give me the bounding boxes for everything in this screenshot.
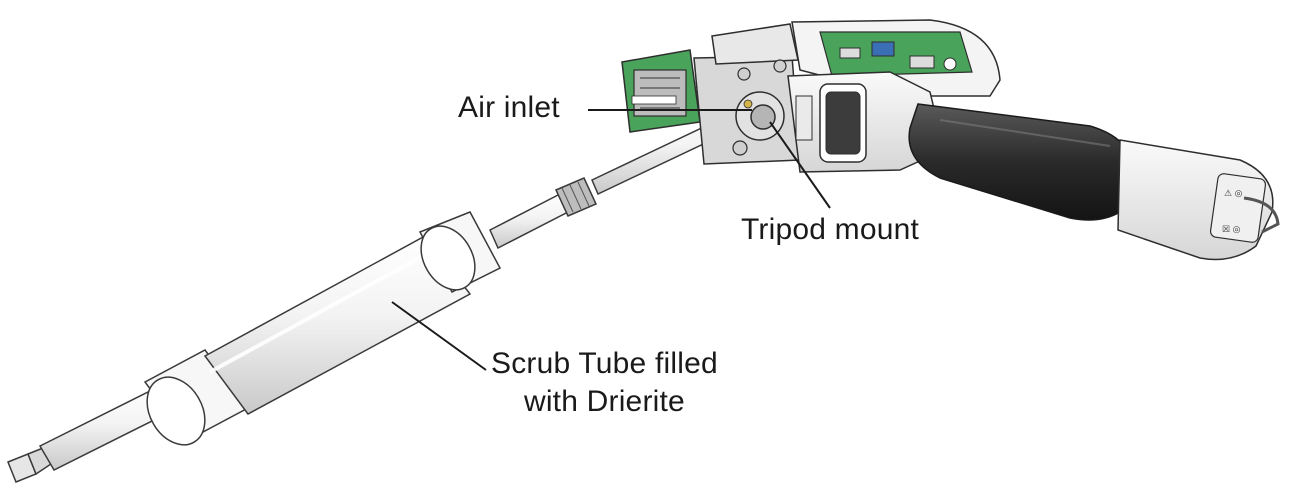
scrub-tube-assembly [7,104,755,483]
circuit-module [621,49,701,133]
air-inlet-label: Air inlet [458,91,560,124]
upper-collar [418,211,502,293]
svg-text:☒ ◎: ☒ ◎ [1222,224,1241,234]
scrub-tube-leader [391,301,487,371]
threaded-coupling [554,177,598,217]
inlet-port [735,91,785,141]
scrub-tube-body [203,235,472,415]
svg-text:⚠ ◎: ⚠ ◎ [1224,188,1243,198]
instrument-housing: ⚠ ◎ ☒ ◎ [621,19,1280,261]
scrub-tube-label-line2: with Drierite [523,385,685,418]
scrub-tube-label-line1: Scrub Tube filled [491,347,718,380]
scrub-tube-label: Scrub Tube filled with Drierite [491,345,718,421]
upper-thin-tube [489,192,569,250]
lower-collar [143,349,250,446]
chassis-body [787,71,945,173]
rear-cap: ⚠ ◎ ☒ ◎ [1117,139,1280,261]
tripod-mount-leader [769,121,831,209]
tripod-mount-label: Tripod mount [741,213,920,246]
